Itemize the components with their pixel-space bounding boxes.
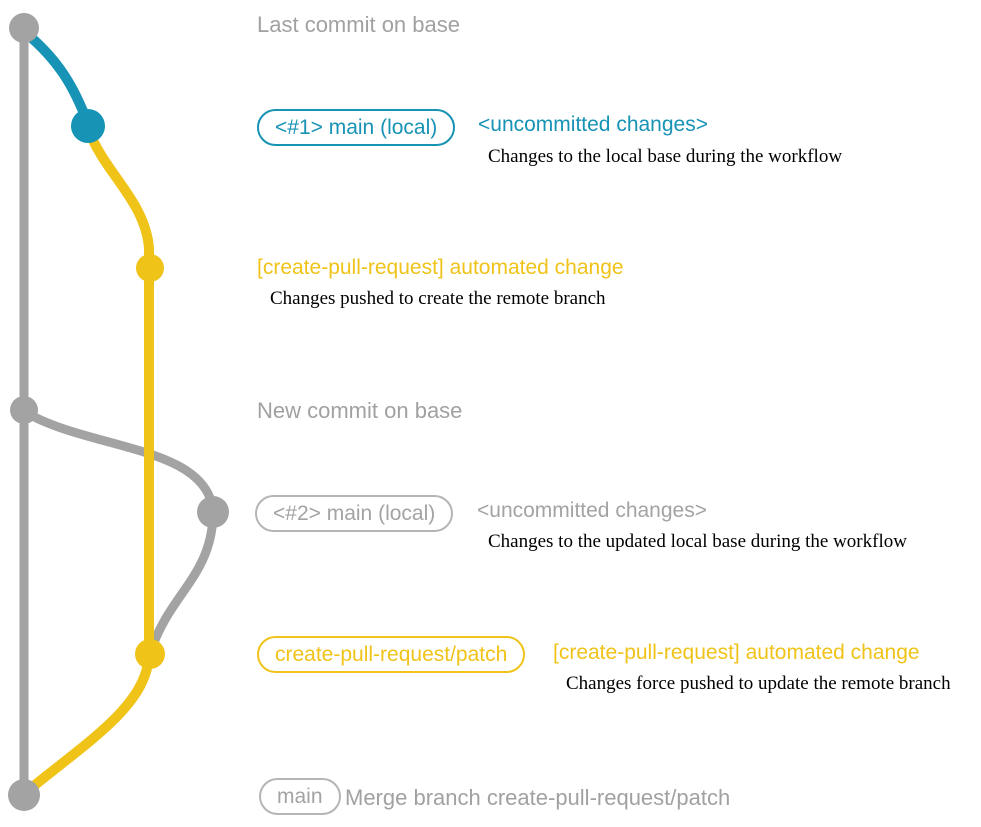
uncommitted-changes-title-2: <uncommitted changes> xyxy=(477,499,707,522)
automated-change-title-1: [create-pull-request] automated change xyxy=(257,256,624,279)
commit-dot-last-base xyxy=(9,13,39,43)
commit-dot-patch-1 xyxy=(136,254,164,282)
branch-badge-main: main xyxy=(259,778,341,815)
last-commit-label: Last commit on base xyxy=(257,12,460,37)
uncommitted-changes-description-1: Changes to the local base during the wor… xyxy=(488,146,843,167)
merge-commit-label: Merge branch create-pull-request/patch xyxy=(345,785,731,810)
branch-badge-main-local-1: <#1> main (local) xyxy=(257,109,456,146)
commit-dot-local-main-2 xyxy=(197,496,229,528)
automated-change-description-2: Changes force pushed to update the remot… xyxy=(566,673,951,694)
commit-dot-patch-2 xyxy=(135,639,165,669)
merge-curve xyxy=(25,651,154,794)
automated-change-title-2: [create-pull-request] automated change xyxy=(553,641,920,664)
commit-dot-merge xyxy=(8,779,40,811)
rebase-curve xyxy=(147,511,218,653)
commit-dot-new-base xyxy=(10,396,38,424)
local-main-curve xyxy=(21,28,93,129)
uncommitted-changes-description-2: Changes to the updated local base during… xyxy=(488,531,907,552)
automated-change-description-1: Changes pushed to create the remote bran… xyxy=(270,288,606,309)
branch-badge-patch: create-pull-request/patch xyxy=(257,636,526,673)
commit-dot-local-main-1 xyxy=(71,109,105,143)
new-commit-label: New commit on base xyxy=(257,398,463,423)
branch-badge-main-local-2: <#2> main (local) xyxy=(255,495,454,532)
patch-branch-line xyxy=(83,123,154,661)
uncommitted-changes-title-1: <uncommitted changes> xyxy=(478,113,708,136)
base-update-curve xyxy=(20,407,218,515)
